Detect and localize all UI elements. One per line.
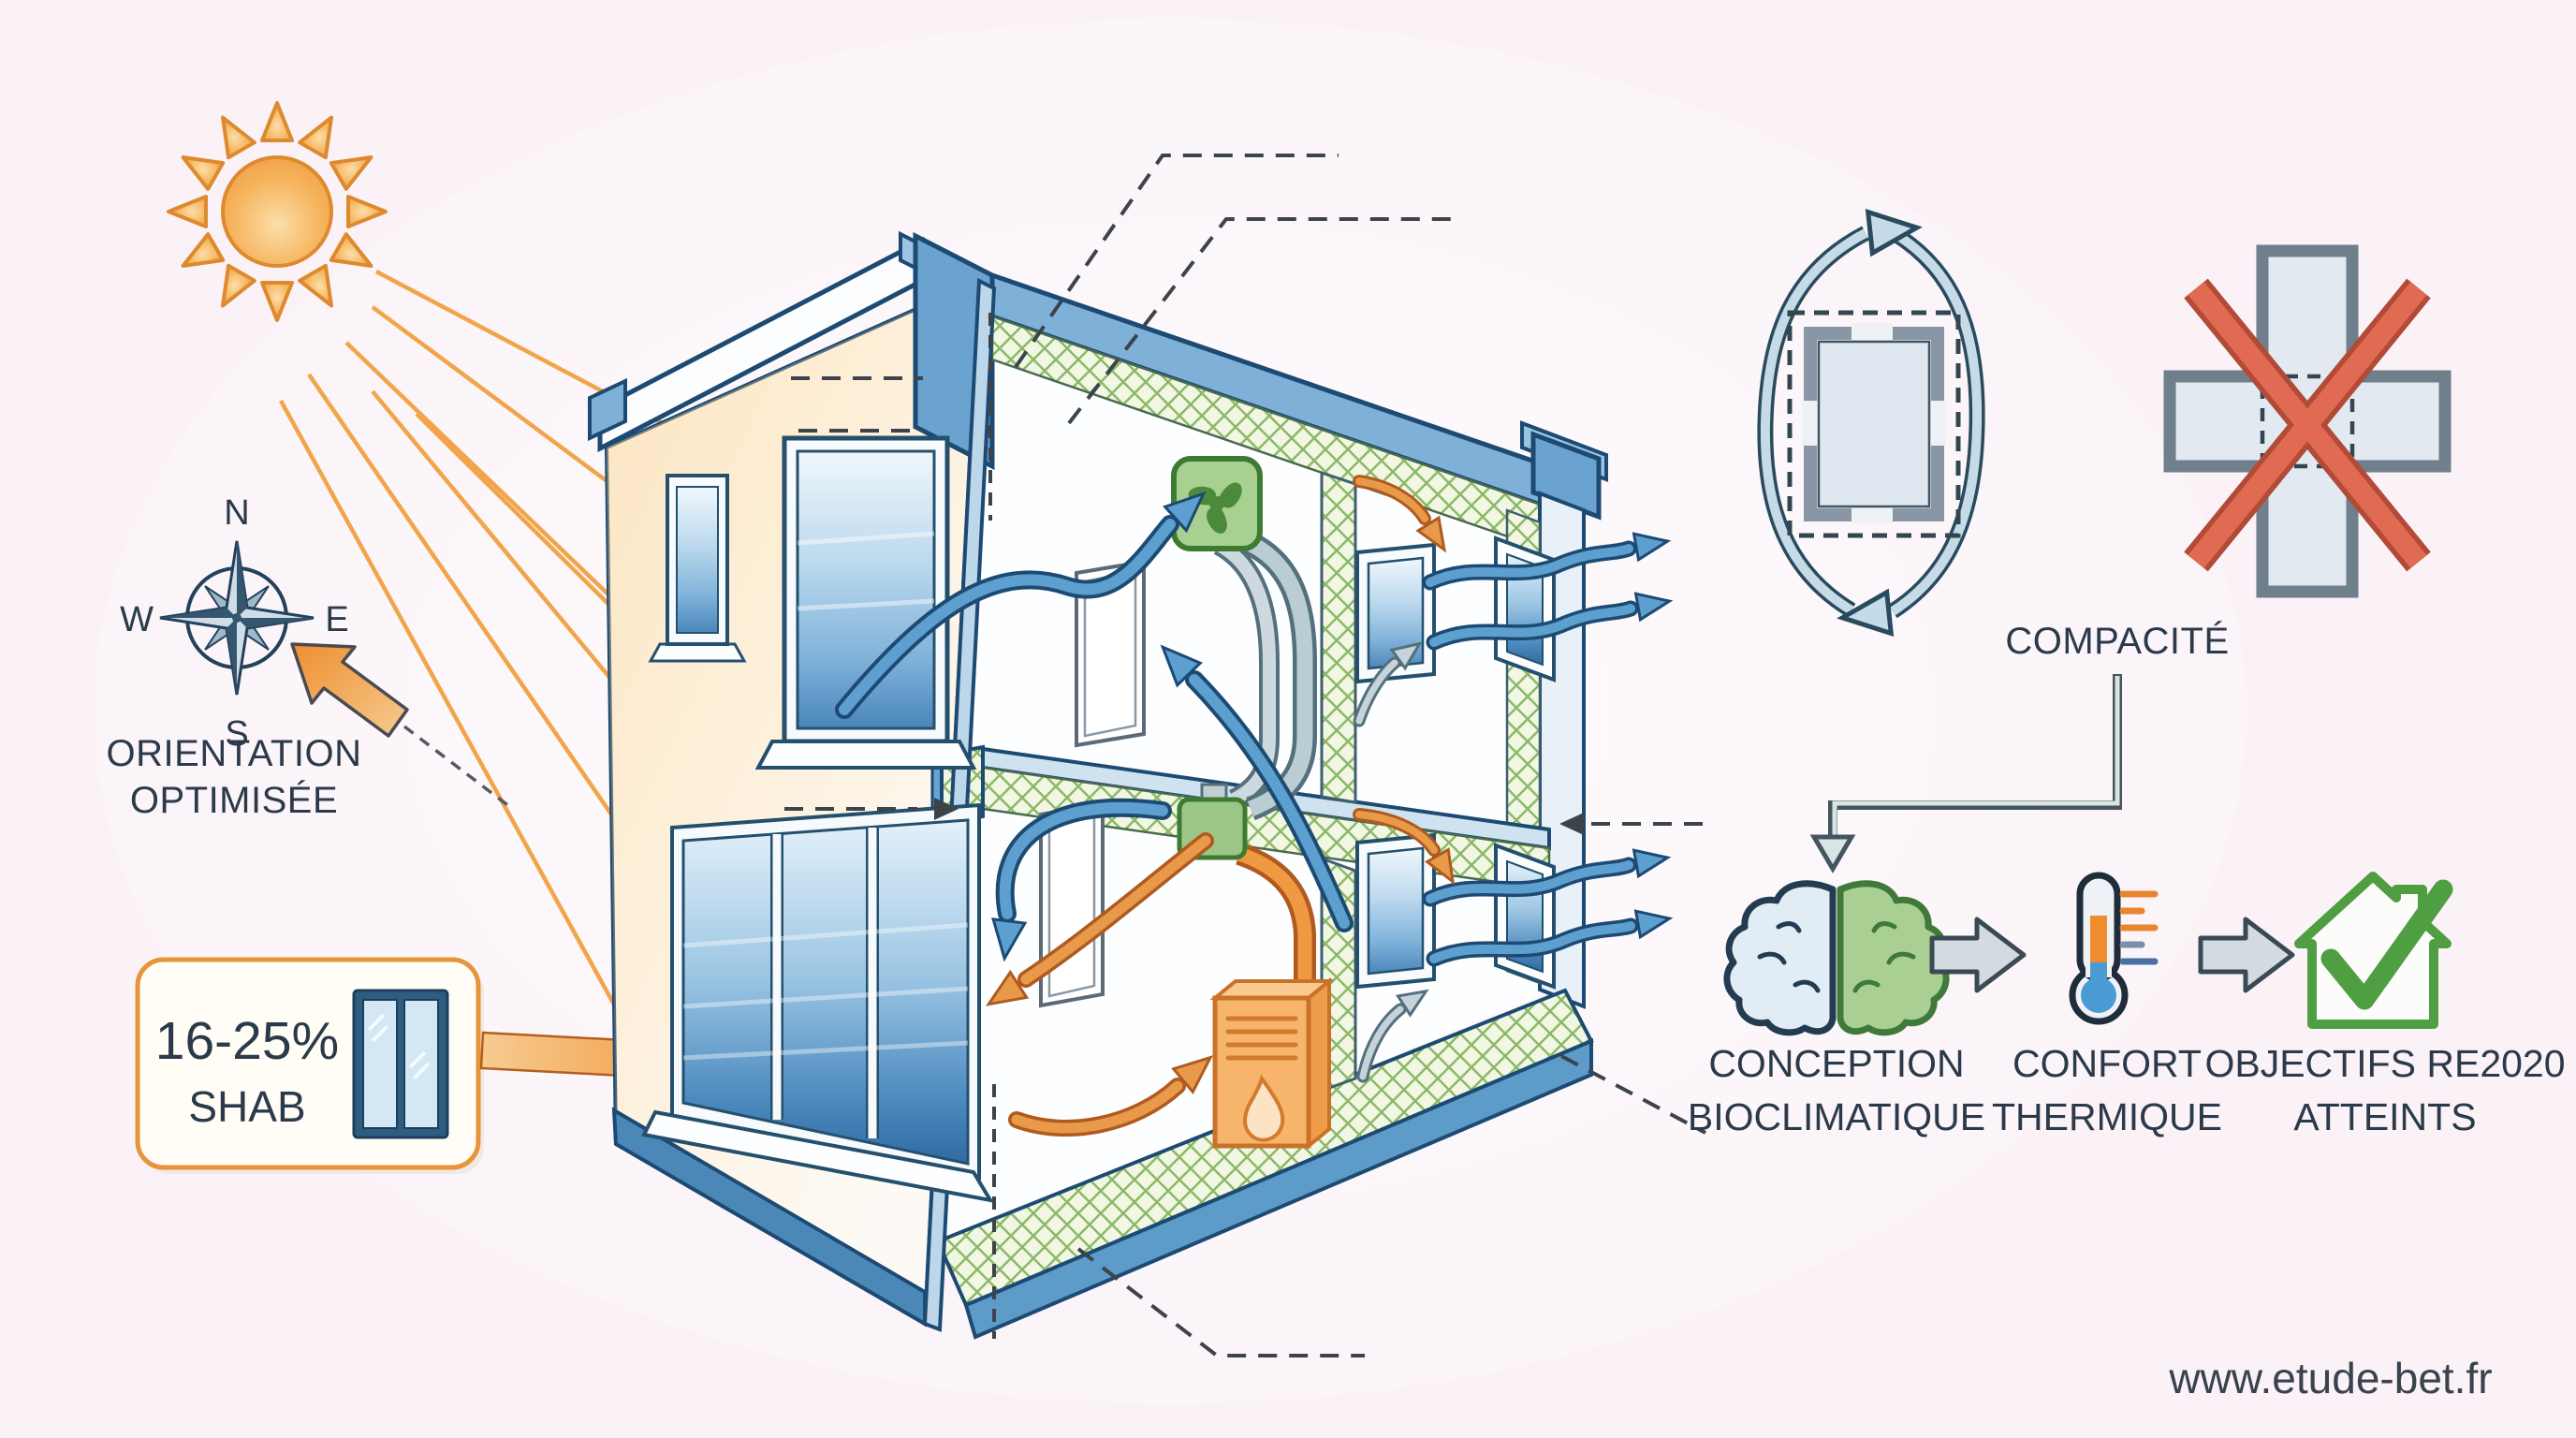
compass-north-label: N xyxy=(224,493,249,533)
orientation-label-line1: ORIENTATION xyxy=(107,733,362,774)
shab-unit: SHAB xyxy=(188,1082,305,1131)
right-wall-window-lower xyxy=(1494,843,1556,990)
compass-rose-icon xyxy=(159,540,315,696)
compacite-section: COMPACITÉ xyxy=(1757,208,2452,873)
back-window-lower xyxy=(1355,832,1436,990)
compacite-connector xyxy=(1809,674,2122,873)
flow-step3-label-line2: ATTEINTS xyxy=(2293,1095,2476,1138)
house-checkmark-icon xyxy=(2294,872,2453,1029)
rotating-arrows-icon xyxy=(1757,208,1985,638)
thermometer-icon xyxy=(2069,872,2159,1025)
orientation-arrow xyxy=(290,642,512,809)
orientation-label-line2: OPTIMISÉE xyxy=(130,779,338,821)
compass-east-label: E xyxy=(325,600,348,639)
partition-upper xyxy=(1320,470,1357,804)
flow-section: CONCEPTION BIOCLIMATIQUE CONFORT THERMIQ… xyxy=(1688,872,2566,1138)
checkmark xyxy=(2320,879,2453,1010)
shab-value: 16-25% xyxy=(155,1011,339,1071)
flow-arrow-1 xyxy=(1929,917,2027,993)
compass-south-label: S xyxy=(225,714,248,754)
red-x-icon xyxy=(2184,278,2431,572)
flow-step1-label-line2: BIOCLIMATIQUE xyxy=(1688,1095,1985,1138)
floor-callout-arrowhead xyxy=(934,798,959,820)
wall-callout-arrowhead xyxy=(1559,813,1584,835)
flow-step3-label-line1: OBJECTIFS RE2020 xyxy=(2204,1042,2565,1085)
double-casement-window-icon xyxy=(352,989,449,1139)
brain-icon xyxy=(1723,880,1950,1036)
flow-step1-label-line1: CONCEPTION xyxy=(1708,1042,1964,1085)
airflow-arrowheads xyxy=(985,491,1674,1094)
window-sill xyxy=(641,1109,995,1203)
compact-floor-plan-icon xyxy=(1787,310,1961,538)
small-window xyxy=(648,474,747,663)
interior-door-lower xyxy=(1039,800,1105,1008)
right-wall-window-upper xyxy=(1494,536,1556,682)
house-cutaway xyxy=(588,154,1707,1357)
airflow-arrows xyxy=(835,475,1639,1137)
flow-arrow-2 xyxy=(2198,917,2295,993)
lower-glazing xyxy=(641,802,995,1203)
flow-step2-label-line2: THERMIQUE xyxy=(1992,1095,2222,1138)
sun-icon xyxy=(167,101,388,322)
connector-arrowhead xyxy=(1809,834,1856,873)
flow-step2-label-line1: CONFORT xyxy=(2012,1042,2202,1085)
boiler-flame-icon xyxy=(1209,976,1335,1151)
compacite-label: COMPACITÉ xyxy=(2005,620,2229,662)
website-label: www.etude-bet.fr xyxy=(2168,1354,2492,1402)
compass-west-label: W xyxy=(120,600,154,639)
thermometer-scale-ticks xyxy=(2119,890,2159,965)
detail-callout-lines xyxy=(784,154,1707,1357)
